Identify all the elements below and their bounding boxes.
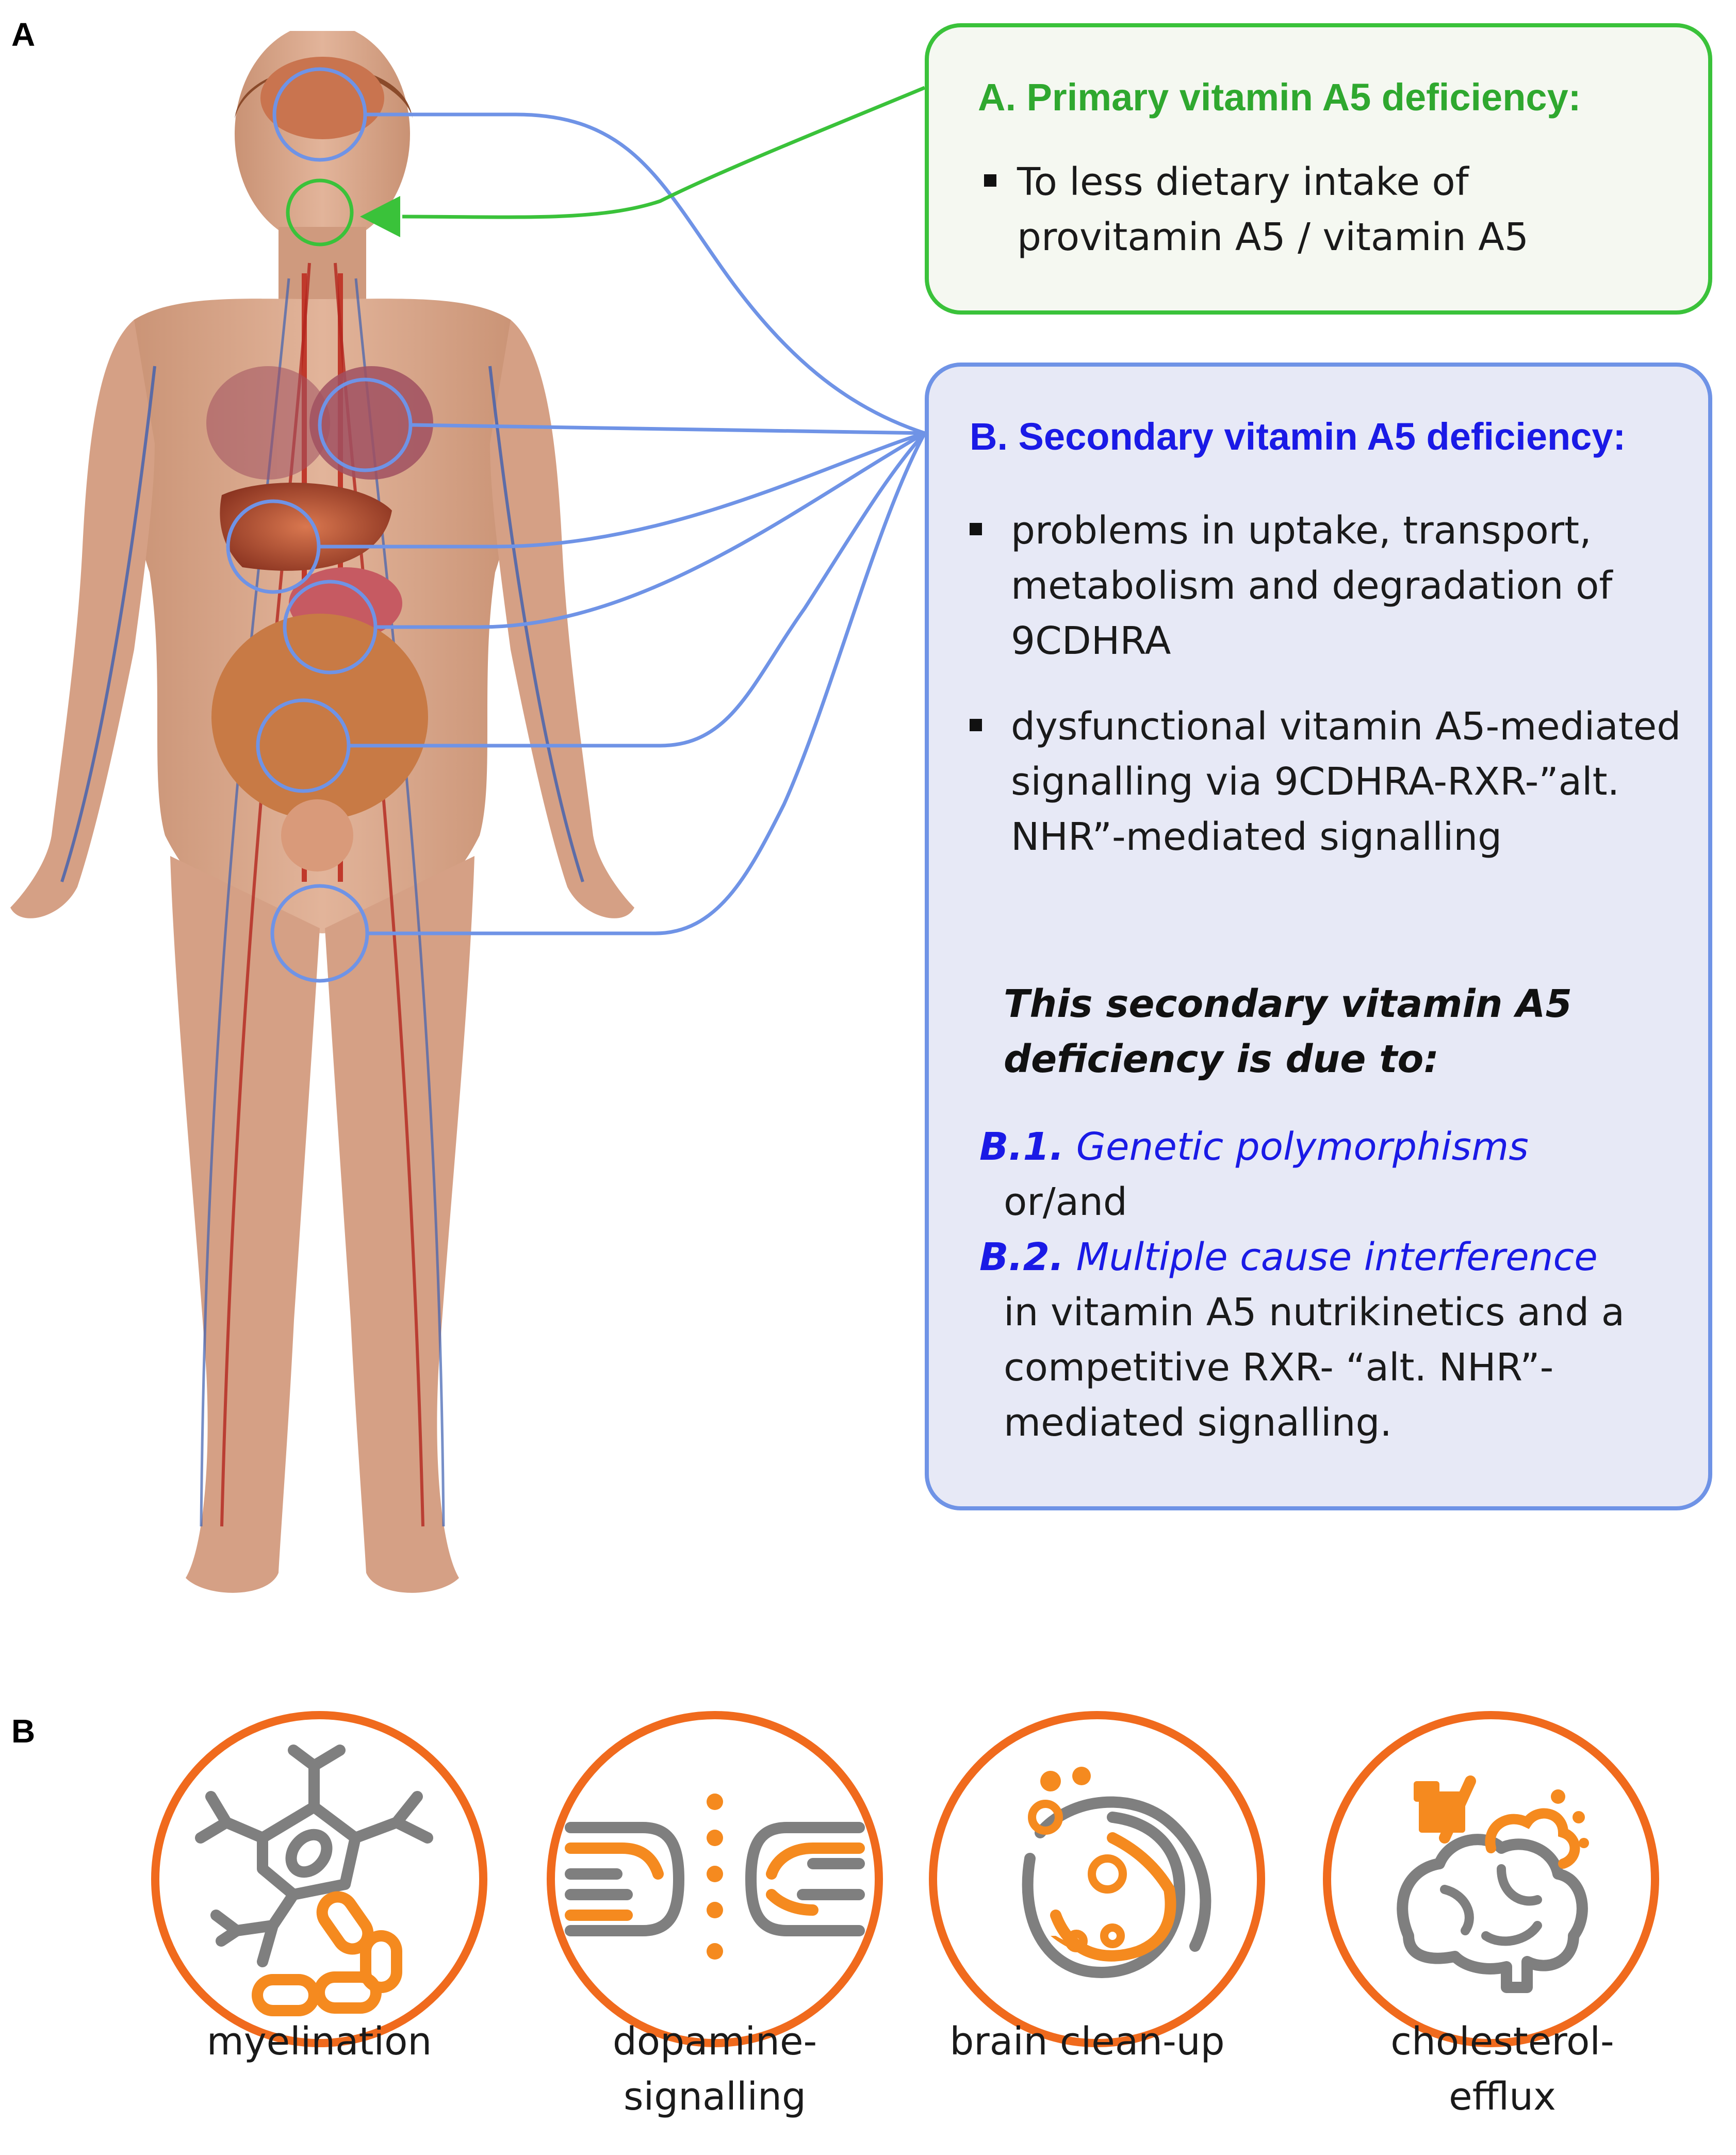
box-a-bullet: To less dietary intake of provitamin A5 … — [984, 155, 1529, 265]
connector-intestine — [349, 432, 926, 748]
box-b-bullet-1-text: problems in uptake, transport, metabolis… — [1011, 508, 1613, 663]
box-a-title: A. Primary vitamin A5 deficiency: — [978, 76, 1581, 119]
synapse-icon — [565, 1794, 865, 1960]
dopamine-label: dopamine- signalling — [612, 2019, 817, 2119]
cleanup-icon-circle — [929, 1711, 1265, 2047]
connector-lung — [410, 423, 925, 435]
organ-circle-mouth — [286, 178, 354, 246]
connector-stomach — [375, 431, 926, 629]
panel-label-b: B — [11, 1713, 36, 1750]
box-b-bullet-1: problems in uptake, transport, metabolis… — [970, 503, 1612, 669]
phagocyte-icon — [1022, 1767, 1211, 1978]
box-b-note: This secondary vitamin A5 deficiency is … — [1004, 982, 1572, 1081]
bullet-square — [984, 174, 996, 187]
box-b-title: B. Secondary vitamin A5 deficiency: — [970, 415, 1626, 458]
efflux-icon-circle — [1323, 1711, 1659, 2047]
cause-b2-number: B.2. — [979, 1235, 1064, 1279]
primary-connector — [286, 86, 926, 246]
myelination-label: myelination — [206, 2019, 432, 2064]
organ-circle-lung — [318, 377, 413, 472]
cleanup-label: brain clean-up — [949, 2019, 1225, 2064]
myelin-neuron-icon — [195, 1745, 433, 2016]
organ-circle-brain — [272, 67, 367, 162]
connector-liver — [319, 431, 926, 549]
cause-b1-number: B.1. — [979, 1125, 1064, 1169]
secondary-deficiency-box: B. Secondary vitamin A5 deficiency: prob… — [925, 363, 1712, 1510]
organ-circle-liver — [226, 499, 321, 594]
bullet-square — [970, 719, 982, 731]
cause-b1: B.1. Genetic polymorphisms — [979, 1120, 1529, 1175]
dopamine-icon-circle — [547, 1711, 883, 2047]
organ-circle-pelvis — [270, 884, 369, 983]
connector-mouth — [402, 86, 926, 219]
primary-deficiency-box: A. Primary vitamin A5 deficiency: To les… — [925, 23, 1712, 315]
box-a-bullet-text: To less dietary intake of provitamin A5 … — [1017, 160, 1529, 259]
box-b-bullet-2: dysfunctional vitamin A5-mediated signal… — [970, 699, 1681, 865]
cause-b1-name: Genetic polymorphisms — [1076, 1125, 1529, 1169]
bullet-square — [970, 523, 982, 535]
cause-connector: or/and — [1004, 1180, 1127, 1224]
cause-b2-name: Multiple cause interference — [1076, 1235, 1598, 1279]
panel-label-a: A — [11, 16, 36, 53]
cause-tail: in vitamin A5 nutrikinetics and a compet… — [1004, 1290, 1625, 1445]
myelination-icon-circle — [151, 1711, 487, 2047]
connector-pelvis — [367, 432, 927, 935]
brain-sweep-icon — [1397, 1775, 1589, 1993]
green-arrowhead — [360, 196, 400, 237]
organ-circle-intestine — [256, 698, 351, 793]
cause-b2: B.2. Multiple cause interference — [979, 1230, 1598, 1285]
organ-circle-stomach — [283, 580, 378, 675]
efflux-label: cholesterol- efflux — [1390, 2019, 1614, 2119]
box-b-bullet-2-text: dysfunctional vitamin A5-mediated signal… — [1011, 704, 1681, 859]
connector-brain — [365, 112, 926, 435]
